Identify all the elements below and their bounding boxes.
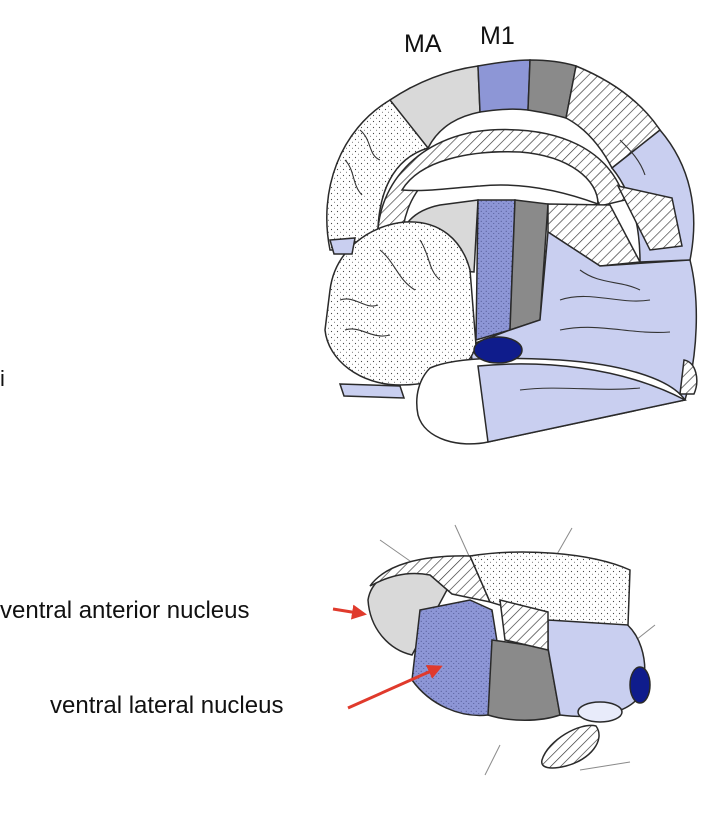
thalamus-vl-stipple-blue — [411, 599, 501, 717]
thalamus-top-stipple — [468, 551, 631, 626]
label-ventral-anterior-nucleus: ventral anterior nucleus — [0, 597, 250, 624]
label-m1: M1 — [480, 22, 515, 50]
corpus-callosum — [400, 151, 599, 206]
label-edge-fragment: i — [0, 366, 5, 391]
arrow-ventral-lateral — [347, 665, 443, 710]
right-edge-patch — [679, 359, 698, 395]
thalamus-navy — [629, 666, 651, 704]
label-ventral-lateral-nucleus: ventral lateral nucleus — [50, 692, 284, 719]
thalamus-hatch-mid — [499, 599, 549, 651]
thalamus-pale-oval — [577, 701, 623, 723]
temporal-blue-overlay — [477, 363, 688, 443]
arc-m1-blue — [477, 59, 531, 113]
brain — [324, 59, 698, 445]
blue-patch-left — [329, 237, 356, 255]
arrow-ventral-anterior — [332, 604, 367, 620]
blue-patch-bottom — [338, 383, 406, 399]
label-ma: MA — [404, 30, 442, 58]
thalamus-tail-hatch — [541, 724, 600, 769]
sulci — [339, 129, 671, 391]
medial-blue-stipple — [475, 199, 516, 342]
thalamus — [367, 524, 656, 776]
arrows — [332, 604, 443, 710]
navy-spot — [473, 336, 523, 364]
upper-hatch-bit — [616, 184, 683, 251]
